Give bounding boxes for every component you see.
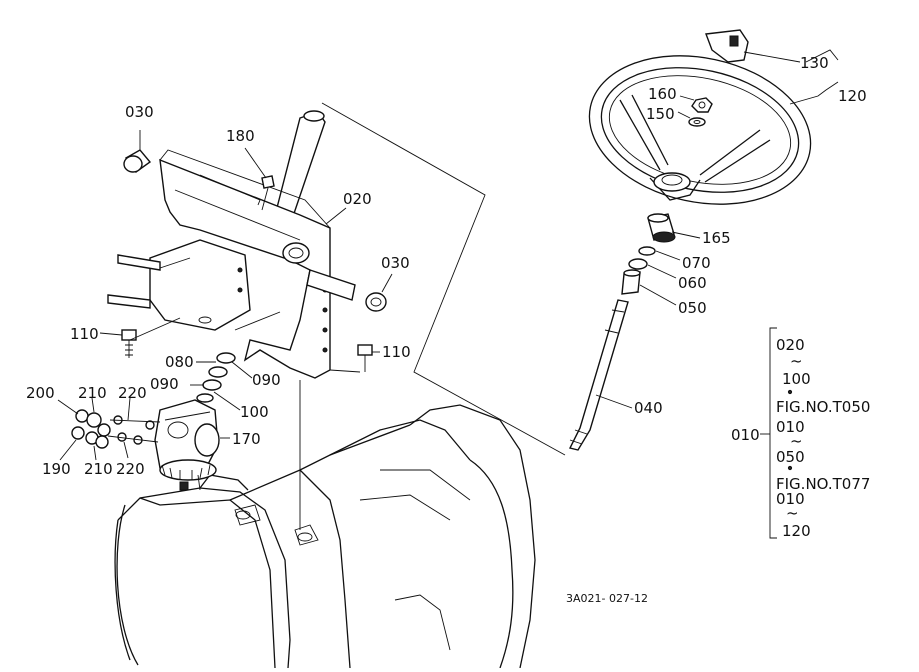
leader-lines <box>57 49 839 530</box>
bolt-110-left <box>121 329 137 358</box>
callout-090-right: 090 <box>252 371 281 389</box>
legend-line-9: 010 <box>776 490 805 508</box>
washer-150 <box>688 117 706 127</box>
stud-upper <box>117 254 161 271</box>
callout-090-left: 090 <box>150 375 179 393</box>
bushing-030-right <box>365 292 387 312</box>
callout-110-right: 110 <box>382 343 411 361</box>
callout-120: 120 <box>838 87 867 105</box>
fittings-group <box>71 409 155 449</box>
bolt-110-right <box>357 344 373 372</box>
steering-unit-170 <box>154 399 220 491</box>
legend-line-10: ~ <box>786 504 799 522</box>
callout-220-upper: 220 <box>118 384 147 402</box>
callout-210-upper: 210 <box>78 384 107 402</box>
callout-070: 070 <box>682 254 711 272</box>
steering-shaft-040 <box>568 299 629 451</box>
washer-080 <box>216 352 236 364</box>
support-bracket-020 <box>159 149 331 379</box>
callout-190: 190 <box>42 460 71 478</box>
drawing-code: 3A021- 027-12 <box>566 592 648 605</box>
washer-060 <box>628 258 648 270</box>
nut-090-lower <box>202 379 222 391</box>
bolt-180 <box>261 175 275 211</box>
washer-100 <box>196 393 214 403</box>
nut-090-upper <box>208 366 228 378</box>
callout-080: 080 <box>165 353 194 371</box>
bushing-050 <box>621 269 641 295</box>
callout-020: 020 <box>343 190 372 208</box>
callout-030-lower: 030 <box>381 254 410 272</box>
callout-170: 170 <box>232 430 261 448</box>
transmission-housing <box>114 404 536 669</box>
legend-bracket-label: 010 <box>731 426 760 444</box>
bushing-030-left <box>123 149 152 173</box>
legend-line-6: ~ <box>790 432 803 450</box>
legend-line-5: 010 <box>776 418 805 436</box>
callout-200: 200 <box>26 384 55 402</box>
legend-line-1: 020 <box>776 336 805 354</box>
nut-160 <box>691 97 713 113</box>
pivot-shaft <box>306 269 356 301</box>
legend-line-3: 100 <box>782 370 811 388</box>
callout-210-lower: 210 <box>84 460 113 478</box>
legend-line-4: FIG.NO.T050 <box>776 398 870 416</box>
callout-040: 040 <box>634 399 663 417</box>
legend-line-8: FIG.NO.T077 <box>776 475 870 493</box>
figure-reference-legend: 010 020 ~ 100 FIG.NO.T050 010 ~ 050 FIG.… <box>731 327 870 540</box>
side-plate <box>149 239 251 331</box>
callout-130: 130 <box>800 54 829 72</box>
washer-070 <box>638 246 656 256</box>
callout-050: 050 <box>678 299 707 317</box>
callout-220-lower: 220 <box>116 460 145 478</box>
stud-lower <box>107 294 151 309</box>
callout-150: 150 <box>646 105 675 123</box>
cap-130 <box>705 29 749 63</box>
callout-160: 160 <box>648 85 677 103</box>
bearing-165 <box>647 213 676 243</box>
callout-labels: 130 120 160 150 165 070 060 050 040 030 … <box>26 54 867 478</box>
callout-165: 165 <box>702 229 731 247</box>
callout-180: 180 <box>226 127 255 145</box>
callout-060: 060 <box>678 274 707 292</box>
legend-line-7: 050 <box>776 448 805 466</box>
legend-line-2: ~ <box>790 352 803 370</box>
legend-line-11: 120 <box>782 522 811 540</box>
callout-030-upper: 030 <box>125 103 154 121</box>
callout-110-left: 110 <box>70 325 99 343</box>
callout-100: 100 <box>240 403 269 421</box>
steering-wheel <box>588 55 812 205</box>
